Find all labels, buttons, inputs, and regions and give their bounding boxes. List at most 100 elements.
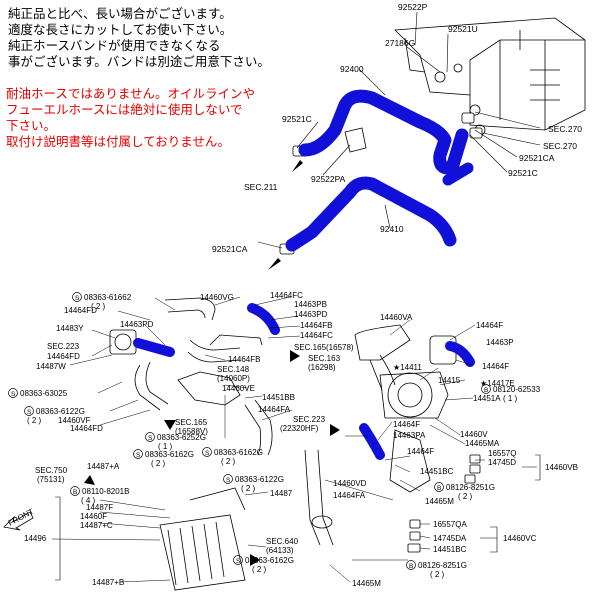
warning-line: 取付け説明書等は付属しておりません。 — [6, 135, 230, 149]
label-14464fc: 14464FC — [300, 331, 333, 340]
label-08126-8251g: 08126-8251G — [446, 483, 495, 492]
svg-text:S: S — [148, 435, 153, 442]
label-14464fb: 14464FB — [228, 355, 260, 364]
svg-text:B: B — [484, 387, 488, 394]
label-14464fd: 14464FD — [47, 352, 80, 361]
label-14460f: 14460F — [80, 512, 107, 521]
label-sec640-ref: (64133) — [266, 546, 294, 555]
label-14464f: 14464F — [482, 362, 509, 371]
svg-text:S: S — [205, 450, 210, 457]
label-qty: ( 4 ) — [81, 496, 96, 505]
note-line: 事がございます。バンドは別途ご用意下さい。 — [8, 55, 270, 69]
label-qty: ( 1 ) — [158, 442, 173, 451]
label-14460vg: 14460VG — [200, 293, 234, 302]
label-14487: 14487 — [270, 489, 293, 498]
label-sec270: SEC.270 — [543, 141, 577, 151]
label-sec165-ref: (16588V) — [175, 427, 208, 436]
label-qty: ( 2 ) — [221, 457, 236, 466]
label-08363-61662: 08363-61662 — [84, 293, 132, 302]
label-sec163: SEC.163 — [308, 354, 341, 363]
front-arrow-icon — [3, 511, 34, 531]
label-14463pd: 14463PD — [120, 320, 154, 329]
condenser-unit — [394, 17, 586, 136]
label-92522p: 92522P — [398, 2, 428, 12]
label-14465ma: 14465MA — [465, 439, 500, 448]
label-08363-6252g: 08363-6252G — [157, 433, 206, 442]
label-qty: ( 2 ) — [241, 484, 256, 493]
label-sec223-ref: (22320HF) — [280, 424, 319, 433]
label-sec750: SEC.750 — [35, 466, 68, 475]
arrow-icon — [84, 350, 340, 566]
svg-text:B: B — [437, 485, 441, 492]
hose-14463p — [445, 341, 475, 367]
svg-text:S: S — [226, 477, 231, 484]
label-14465m: 14465M — [352, 579, 381, 588]
label-14745da: 14745DA — [433, 534, 467, 543]
label-14464fc: 14464FC — [270, 291, 303, 300]
svg-text:B: B — [73, 489, 77, 496]
label-08126-8251g: 08126-8251G — [418, 561, 467, 570]
hose-14463pd — [133, 338, 175, 357]
note-line: 純正ホースバンドが使用できなくなる — [8, 39, 221, 53]
label-14460va: 14460VA — [380, 313, 413, 322]
label-14463pa: 14463PA — [393, 431, 426, 440]
label-14451bb: 14451BB — [262, 393, 295, 402]
label-sec223: SEC.223 — [293, 415, 326, 424]
label-08363-6162g: 08363-6162G — [245, 556, 294, 565]
svg-text:S: S — [11, 391, 16, 398]
label-92521ca: 92521CA — [212, 244, 248, 254]
svg-text:S: S — [236, 558, 241, 565]
svg-text:S: S — [27, 409, 32, 416]
label-sec148: SEC.148 — [217, 365, 250, 374]
label-14411: ★14411 — [393, 363, 422, 372]
label-14464f: 14464F — [393, 420, 420, 429]
note-line: 純正品と比べ、長い場合がございます。 — [8, 7, 232, 21]
label-14460vf: 14460VF — [58, 416, 91, 425]
svg-text:S: S — [75, 295, 80, 302]
warning-note: 耐油ホースではありません。オイルラインや フューエルホースには絶対に使用しないで… — [6, 86, 255, 150]
label-sec640: SEC.640 — [266, 537, 299, 546]
label-08363-6122g: 08363-6122G — [235, 475, 284, 484]
label-14487w: 14487W — [36, 362, 66, 371]
label-14487f: 14487F — [86, 503, 113, 512]
label-14451bc: 14451BC — [420, 467, 454, 476]
note-line: 適度な長さにカットしてお使い下さい。 — [8, 23, 233, 37]
svg-text:B: B — [409, 563, 413, 570]
label-14463pb: 14463PB — [294, 300, 327, 309]
label-qty: ( 2 ) — [458, 492, 473, 501]
top-leader-lines — [257, 11, 541, 249]
label-14465m: 14465M — [425, 497, 454, 506]
label-92521c: 92521C — [508, 168, 538, 178]
label-14460vb: 14460VB — [545, 463, 578, 472]
label-qty: ( 2 ) — [151, 459, 166, 468]
svg-text:S: S — [136, 452, 141, 459]
label-sec165: SEC.165 — [175, 418, 208, 427]
label-qty: ( 2 ) — [27, 416, 42, 425]
warning-line: フューエルホースには絶対に使用しないで — [6, 103, 243, 117]
label-27186g: 27186G — [385, 38, 415, 48]
label-14451a: 14451A — [473, 394, 501, 403]
label-16557q: 16557Q — [488, 449, 516, 458]
bolt-marker-letters: S S S S S S B S S B B B — [11, 295, 488, 570]
label-14487c: 14487+C — [80, 521, 113, 530]
bolt-marker-icon — [8, 292, 491, 570]
hose-92410 — [285, 162, 474, 252]
label-14464fb: 14464FB — [300, 321, 332, 330]
label-14451bc: 14451BC — [433, 545, 467, 554]
label-14487a: 14487+A — [87, 462, 120, 471]
bottom-leader-lines — [51, 296, 537, 583]
label-92521c: 92521C — [282, 114, 312, 124]
label-14464fa: 14464FA — [258, 405, 291, 414]
label-sec223: SEC.223 — [47, 342, 80, 351]
warning-line: 耐油ホースではありません。オイルラインや — [6, 87, 256, 101]
hose-92400 — [298, 89, 469, 175]
label-14483y: 14483Y — [56, 324, 84, 333]
label-sec165-16578: SEC.165(16578) — [294, 343, 354, 352]
label-92521ca: 92521CA — [519, 153, 555, 163]
label-92400: 92400 — [340, 64, 364, 74]
label-14463p: 14463P — [486, 338, 514, 347]
label-14463pd: 14463PD — [294, 310, 328, 319]
label-sec163-ref: (16298) — [308, 363, 336, 372]
group-brackets — [55, 454, 541, 581]
